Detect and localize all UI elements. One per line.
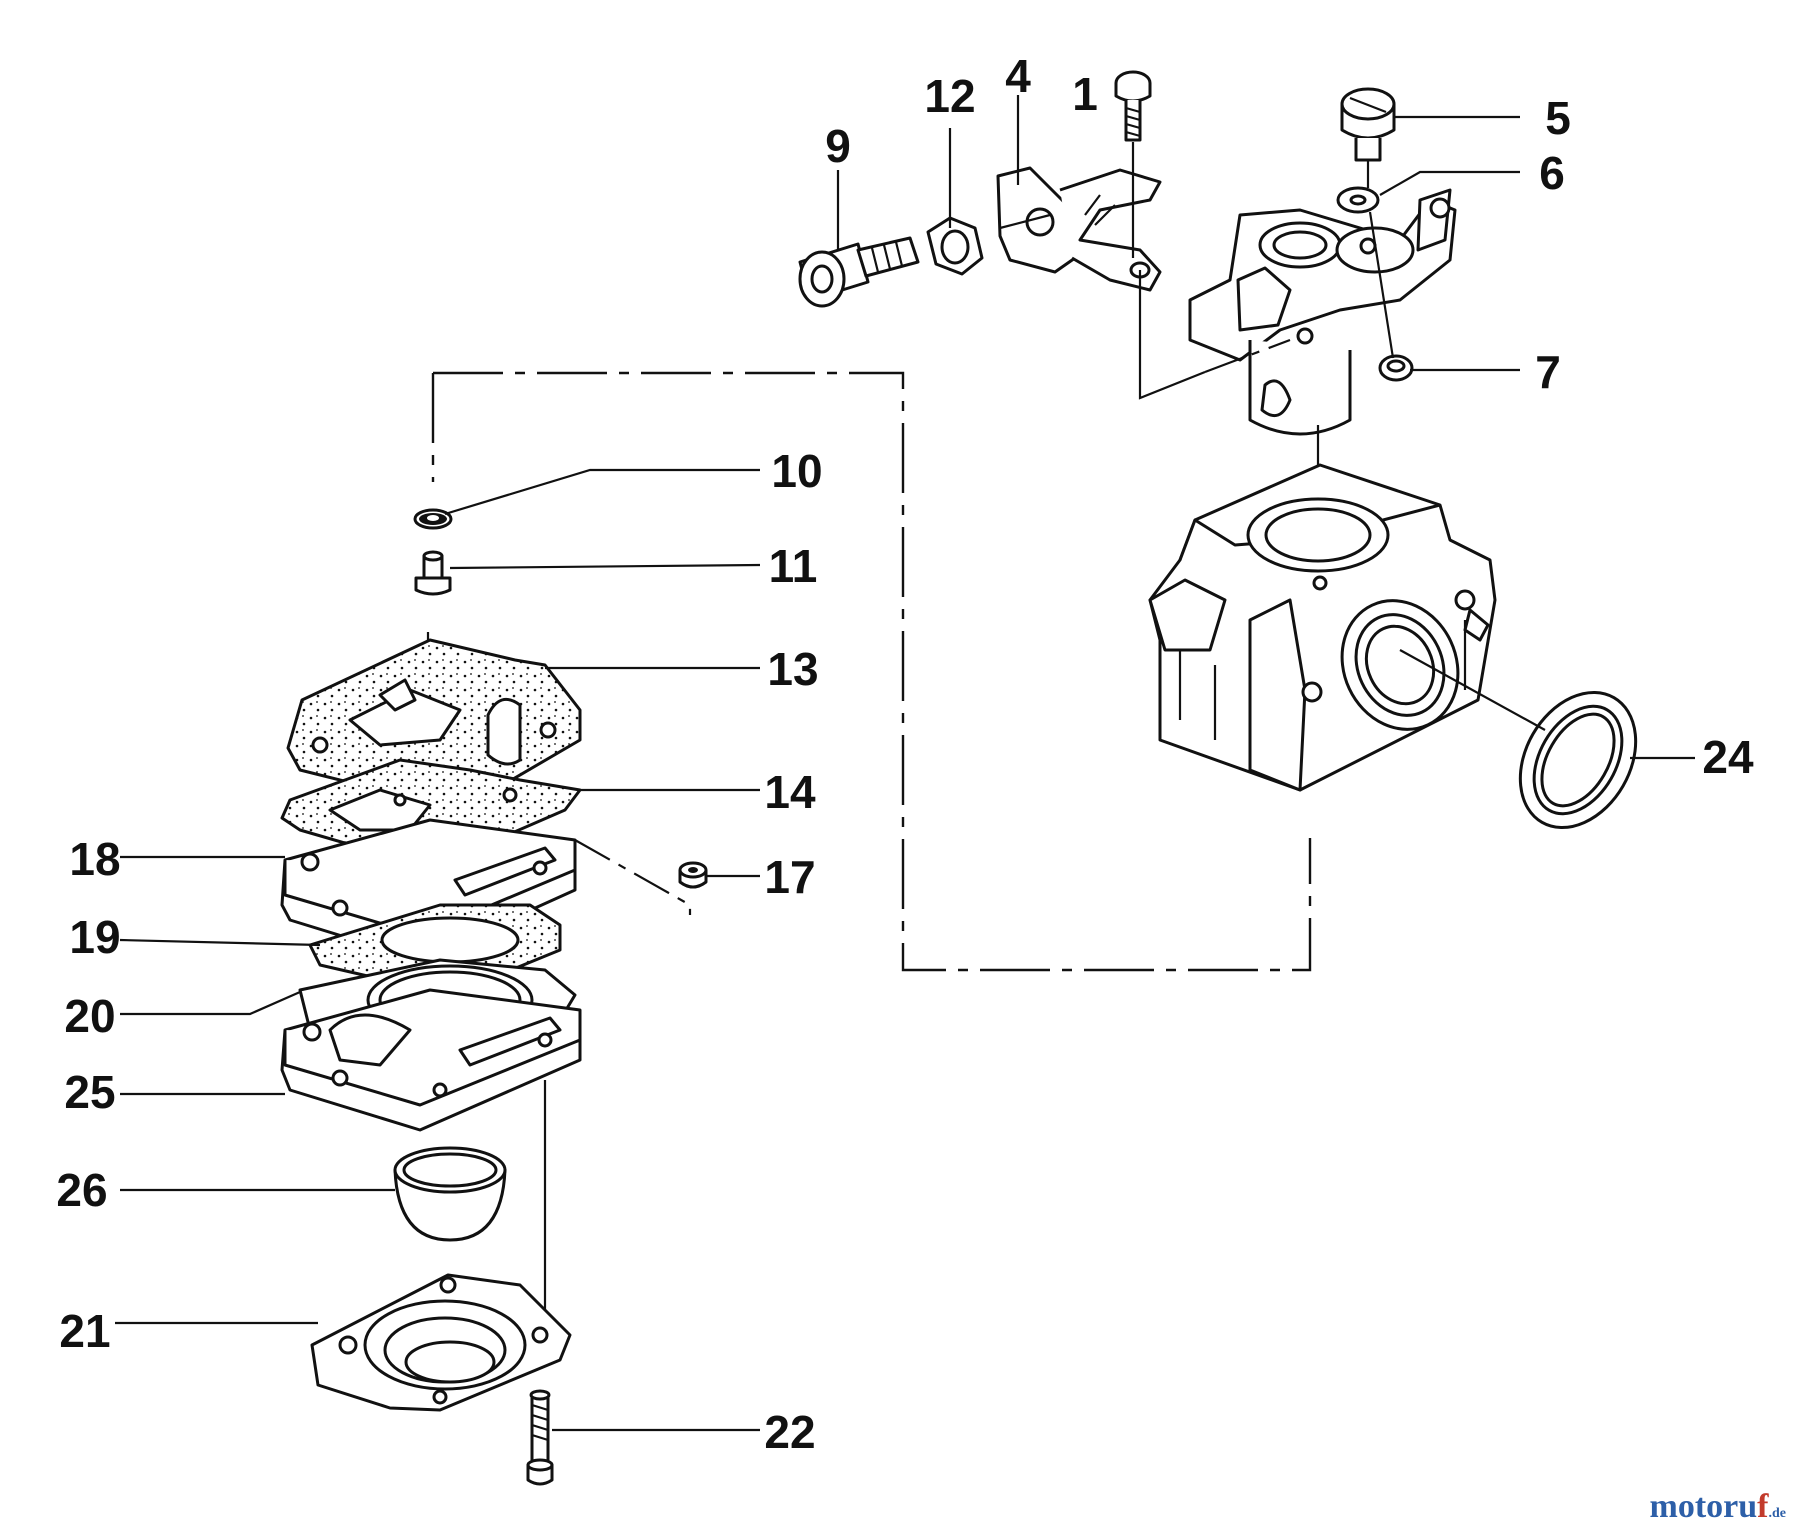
callout-26: 26 (56, 1164, 107, 1216)
watermark-main: motoru (1649, 1488, 1758, 1525)
carburetor-body (1148, 463, 1497, 792)
part-22-screw (526, 1389, 554, 1486)
throttle-body-upper (1188, 188, 1457, 436)
watermark-logo: motoruf.de (1650, 1488, 1786, 1526)
line-17-axis (574, 839, 692, 915)
part-26-cup (393, 1146, 507, 1242)
callout-19: 19 (69, 911, 120, 963)
callout-7: 7 (1535, 346, 1561, 398)
callout-12: 12 (924, 70, 975, 122)
line-24-axis (1399, 649, 1546, 731)
part-14-gasket (280, 758, 582, 864)
callout-25: 25 (64, 1066, 115, 1118)
assembly-boundary (431, 371, 1312, 972)
part-21-cover (310, 1273, 572, 1412)
part-12-nut (926, 216, 984, 276)
part-17-cap (678, 861, 708, 889)
callout-5: 5 (1545, 92, 1571, 144)
part-5-screw (1340, 87, 1396, 162)
part-11-needle-seat (414, 550, 452, 596)
part-25-pump-cover (280, 988, 582, 1132)
watermark-tld: .de (1768, 1506, 1787, 1521)
part-9-screw (798, 236, 920, 308)
callout-10: 10 (771, 445, 822, 497)
part-7-clip (1378, 354, 1414, 382)
callout-14: 14 (764, 766, 816, 818)
part-1-screw (1114, 70, 1152, 142)
callout-6: 6 (1539, 147, 1565, 199)
part-24-o-ring (1518, 690, 1638, 830)
callout-24: 24 (1702, 731, 1754, 783)
callout-11: 11 (769, 540, 818, 592)
callout-9: 9 (825, 120, 851, 172)
callout-1: 1 (1072, 68, 1098, 120)
callout-20: 20 (64, 990, 115, 1042)
callout-21: 21 (59, 1305, 110, 1357)
part-10-washer (413, 508, 453, 530)
callout-22: 22 (764, 1406, 815, 1458)
part-4-lever (996, 166, 1162, 292)
part-13-gasket (286, 638, 582, 812)
callout-18: 18 (69, 833, 120, 885)
watermark-accent: f (1757, 1488, 1769, 1525)
callout-labels: 1 4 5 6 7 9 10 11 12 13 14 17 18 19 20 2… (56, 50, 1754, 1458)
callout-17: 17 (764, 851, 815, 903)
callout-4: 4 (1005, 50, 1031, 102)
leader-lines (115, 95, 1695, 1432)
callout-13: 13 (767, 643, 818, 695)
part-6-washer (1336, 186, 1380, 214)
part-18-pump-body (280, 818, 577, 962)
